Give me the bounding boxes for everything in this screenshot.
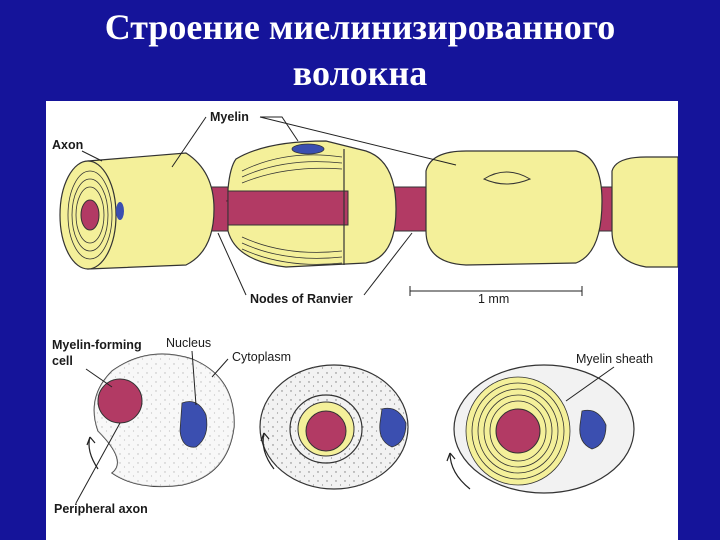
stage-1-axon [97,378,143,424]
schwann-nucleus-top [291,143,325,155]
label-axon: Axon [52,138,83,152]
stage-3-nucleus [579,409,607,450]
diagram-panel: Myelin Axon Nodes of Ranvier 1 mm [46,101,678,540]
label-cytoplasm: Cytoplasm [232,350,291,364]
stage-3-axon [495,408,541,454]
leader-lines-bottom [75,350,615,504]
slide-title: Строение миелинизированного волокна [0,4,720,96]
stage-1-nucleus [179,401,208,448]
label-myelin-forming-cell-2: cell [52,354,73,368]
leader-lines-top [81,116,457,296]
cut-face-nucleus [116,202,124,220]
label-nucleus: Nucleus [166,336,211,350]
title-line-2: волокна [292,53,428,93]
label-nodes-of-ranvier: Nodes of Ranvier [250,292,353,306]
segment-3-nucleus-bump [482,171,532,185]
myelin-segment-1 [87,152,215,270]
segment-2-axon [227,190,349,226]
myelin-lamellae [241,154,343,265]
stage-2-nucleus [379,407,407,448]
label-myelin: Myelin [210,110,249,124]
myelin-segment-3 [425,150,603,266]
scale-bar [409,286,583,296]
stage-2-wrap [289,394,363,464]
title-line-1: Строение миелинизированного [104,7,616,47]
stage-2-axon [305,410,347,452]
label-peripheral-axon: Peripheral axon [54,502,148,516]
cut-face-rings [67,170,113,260]
cut-face-axon [80,199,100,231]
label-myelin-forming-cell-1: Myelin-forming [52,338,142,352]
myelinated-fiber-diagram: Myelin Axon Nodes of Ranvier 1 mm [52,110,678,516]
label-myelin-sheath: Myelin sheath [576,352,653,366]
label-scale: 1 mm [478,292,509,306]
myelin-segment-4 [611,156,678,268]
